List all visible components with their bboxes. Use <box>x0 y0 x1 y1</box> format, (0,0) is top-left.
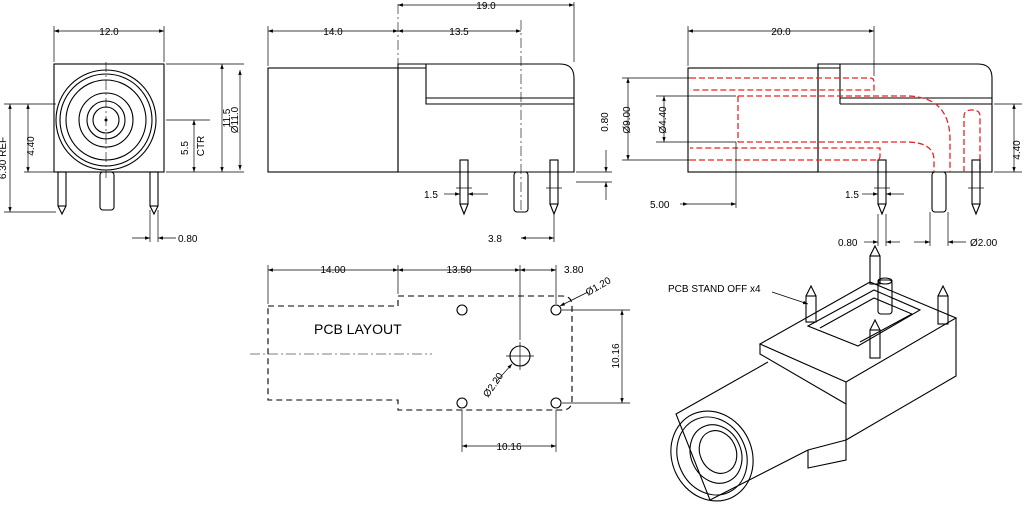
dim-section-bore-inner-label: Ø4.40 <box>658 106 669 134</box>
front-pin-right <box>149 171 159 207</box>
dim-front-height-label: 11.5 <box>222 108 233 127</box>
side-pin-1 <box>459 159 469 205</box>
pcb-hole-4 <box>550 397 562 409</box>
iso-housing-side <box>845 318 957 441</box>
red-hidden-top <box>690 77 875 91</box>
dim-pcb-1-label: 14.00 <box>320 265 345 276</box>
front-pin-right-tip <box>149 205 159 216</box>
iso-barrel-ring-4 <box>698 430 738 474</box>
dim-front-ref-sub-label: 4.40 <box>26 136 37 156</box>
side-barrel <box>267 67 399 173</box>
section-pin-3 <box>971 159 981 205</box>
pcb-layout-title: PCB LAYOUT <box>314 321 402 337</box>
dim-side-pin-spacing-label: 3.8 <box>488 234 502 245</box>
pcb-outline <box>267 295 573 411</box>
red-hidden-spring <box>963 109 981 172</box>
dim-front-ref-label: 6.30 REF <box>0 137 9 179</box>
iso-view: PCB STAND OFF x4 <box>668 244 958 502</box>
dim-pcb-pitch-h-label: 10.16 <box>496 442 521 453</box>
iso-barrel-ring-2 <box>676 416 748 496</box>
section-pin-1 <box>877 159 887 205</box>
pcb-hole-2 <box>550 304 562 316</box>
red-hidden-contact-outer <box>738 95 951 172</box>
dim-section-length-label: 20.0 <box>771 27 791 38</box>
side-view: 19.0 14.0 13.5 0.80 1.5 3.8 <box>267 1 612 245</box>
pcb-layout: PCB LAYOUT 14.00 13.50 3.80 Ø1.20 Ø2.20 … <box>250 265 630 453</box>
section-view: 20.0 Ø9.00 Ø4.40 5.00 1.5 0.80 Ø2.00 <box>622 26 1023 249</box>
front-pin-left <box>57 171 67 207</box>
dim-pcb-pitch-v-label: 10.16 <box>611 343 622 368</box>
dim-pcb-3-label: 3.80 <box>564 265 584 276</box>
dim-section-standoff-label: 5.00 <box>650 200 670 211</box>
iso-center-pin <box>877 279 893 315</box>
iso-barrel-ring-3 <box>689 424 743 484</box>
pcb-hole-1 <box>456 304 468 316</box>
side-housing <box>397 63 575 173</box>
side-pin-3 <box>549 159 559 205</box>
dim-section-bore-outer-label: Ø9.00 <box>622 106 633 134</box>
iso-top-recess <box>806 289 922 347</box>
section-barrel <box>687 67 819 173</box>
iso-callout-label: PCB STAND OFF x4 <box>668 284 761 295</box>
iso-housing-top <box>758 281 958 383</box>
section-pin-2 <box>931 171 947 213</box>
dim-side-barrel-label: 14.0 <box>323 27 343 38</box>
red-hidden-bottom <box>690 147 881 161</box>
dim-front-center-label: 5.5 <box>180 141 191 155</box>
dim-section-pin-offset-label: 1.5 <box>845 190 859 201</box>
dim-pcb-hole-small-label: Ø1.20 <box>584 275 613 298</box>
dim-front-diameter-label: Ø11.0 <box>230 106 241 133</box>
iso-standoff-4 <box>869 318 881 359</box>
iso-standoff-2 <box>869 244 881 285</box>
red-hidden-contact-inner <box>738 141 935 172</box>
dim-side-pin-offset-label: 1.5 <box>424 190 438 201</box>
dim-section-pin-dia-label: Ø2.00 <box>970 238 998 249</box>
dim-section-pin-width-label: 0.80 <box>838 238 858 249</box>
front-view: 12.0 11.5 Ø11.0 5.5 CTR 6.30 REF 4.40 0.… <box>0 26 244 245</box>
dim-pcb-2-label: 13.50 <box>446 265 471 276</box>
iso-standoff-3 <box>937 284 949 325</box>
dim-section-height-label: 4.40 <box>1012 140 1023 160</box>
dim-side-housing-label: 13.5 <box>449 27 469 38</box>
iso-barrel-ring-1 <box>670 410 754 502</box>
dim-front-center-note: CTR <box>196 136 207 157</box>
dim-front-pin-label: 0.80 <box>178 234 198 245</box>
front-pin-center <box>99 171 115 211</box>
dim-side-height-label: 0.80 <box>600 112 611 132</box>
dim-front-width-label: 12.0 <box>99 27 119 38</box>
iso-barrel-outline <box>675 361 809 501</box>
pcb-hole-3 <box>456 397 468 409</box>
dim-side-overall-label: 19.0 <box>476 1 496 12</box>
dim-pcb-hole-large-label: Ø2.20 <box>481 371 506 400</box>
iso-standoff-1 <box>805 284 817 323</box>
side-housing-step <box>425 64 574 105</box>
front-pin-left-tip <box>57 205 67 216</box>
section-housing <box>817 63 993 173</box>
